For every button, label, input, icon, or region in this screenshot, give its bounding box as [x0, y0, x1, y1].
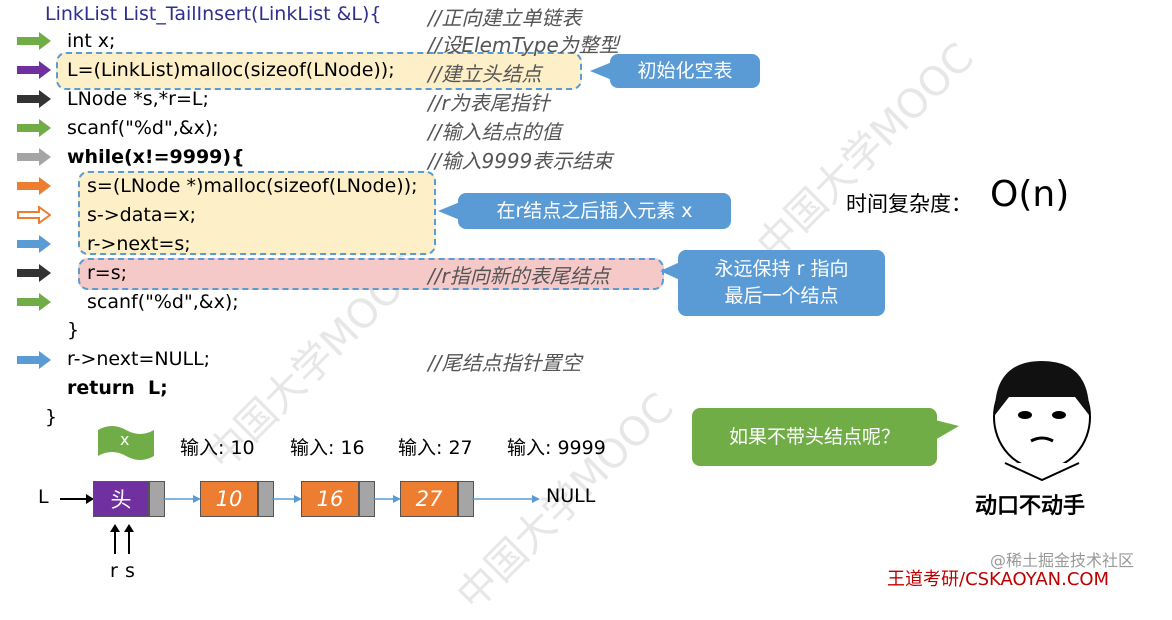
blue-arrow-icon: [17, 235, 51, 253]
blue-arrow-icon: [17, 351, 51, 369]
brand-footer: 王道考研/CSKAOYAN.COM: [887, 569, 1110, 590]
comment: //输入9999表示结束: [428, 149, 613, 173]
purple-arrow-icon: [17, 61, 51, 79]
comment: //建立头结点: [428, 62, 542, 86]
input-label: 输入: 9999: [507, 437, 606, 459]
comment: //r指向新的表尾结点: [428, 264, 610, 288]
callout-pointer: [590, 62, 612, 80]
code-line: }: [67, 319, 80, 341]
meme-face-image: [993, 361, 1091, 482]
list-node: 16: [301, 481, 375, 517]
comment: //尾结点指针置空: [428, 351, 582, 375]
green-arrow-icon: [17, 32, 51, 50]
code-line: r->next=s;: [87, 233, 191, 255]
code-line: int x;: [67, 30, 116, 52]
list-node-data: 27: [400, 481, 458, 517]
black-arrow-icon: [17, 90, 51, 108]
code-line: s->data=x;: [87, 204, 197, 226]
comment: //设ElemType为整型: [428, 33, 619, 57]
callout-pointer: [660, 262, 680, 280]
code-header: LinkList List_TailInsert(LinkList &L){: [45, 3, 382, 25]
insert-highlight-box: [78, 171, 436, 255]
green-arrow-icon: [17, 119, 51, 137]
watermark-mooc: 中国大学MOOC: [748, 34, 983, 270]
callout-pointer: [935, 420, 959, 440]
orange-arrow-icon: [17, 177, 51, 195]
code-line: }: [45, 406, 58, 428]
comment: //正向建立单链表: [428, 6, 582, 30]
flag-icon: [98, 426, 154, 460]
null-label: NULL: [546, 485, 596, 507]
code-line: scanf("%d",&x);: [87, 291, 239, 313]
link-arrow-icon: [163, 495, 201, 503]
list-node-data: 16: [301, 481, 359, 517]
community-watermark: @稀土掘金技术社区: [990, 551, 1135, 570]
up-arrow-icon: [110, 524, 120, 554]
code-line: scanf("%d",&x);: [67, 117, 219, 139]
complexity-label: 时间复杂度：: [846, 192, 972, 216]
callout-insert: 在r结点之后插入元素 x: [458, 193, 731, 229]
gray-arrow-icon: [17, 148, 51, 166]
s-pointer-label: s: [125, 560, 135, 582]
green-arrow-icon: [17, 293, 51, 311]
code-line: return L;: [67, 377, 168, 399]
head-node: 头: [93, 481, 165, 517]
orange-outline-arrow-icon: [17, 206, 51, 224]
complexity-value: O(n): [990, 174, 1070, 215]
up-arrow-icon: [124, 524, 134, 554]
arrow-icon: [60, 494, 94, 504]
code-line: r=s;: [87, 262, 128, 284]
callout-init: 初始化空表: [610, 54, 760, 88]
code-line: LNode *s,*r=L;: [67, 88, 209, 110]
callout-pointer: [438, 202, 460, 220]
black-arrow-icon: [17, 264, 51, 282]
link-arrow-icon: [472, 495, 540, 503]
init-highlight-box: [56, 52, 582, 90]
list-node: 27: [400, 481, 474, 517]
callout-nohead: 如果不带头结点呢？: [692, 408, 937, 466]
code-line: r->next=NULL;: [67, 348, 211, 370]
flag-label: x: [120, 430, 130, 449]
list-node-data: 10: [200, 481, 258, 517]
input-label: 输入: 27: [398, 437, 473, 459]
tail-highlight-box: [78, 258, 664, 290]
code-line: s=(LNode *)malloc(sizeof(LNode));: [87, 175, 418, 197]
meme-caption: 动口不动手: [975, 494, 1086, 519]
code-line: while(x!=9999){: [67, 146, 245, 168]
input-label: 输入: 16: [290, 437, 365, 459]
comment: //输入结点的值: [428, 120, 562, 144]
list-head-pointer-label: L: [38, 486, 49, 508]
comment: //r为表尾指针: [428, 91, 550, 115]
head-node-data: 头: [93, 481, 149, 517]
code-line: L=(LinkList)malloc(sizeof(LNode));: [67, 59, 395, 81]
link-arrow-icon: [373, 495, 401, 503]
callout-keep-line: 最后一个结点: [724, 285, 839, 307]
link-arrow-icon: [272, 495, 302, 503]
callout-keep-line: 永远保持 r 指向: [714, 258, 849, 280]
r-pointer-label: r: [110, 560, 118, 582]
input-label: 输入: 10: [180, 437, 255, 459]
callout-keep: 永远保持 r 指向 最后一个结点: [678, 250, 885, 316]
list-node: 10: [200, 481, 274, 517]
